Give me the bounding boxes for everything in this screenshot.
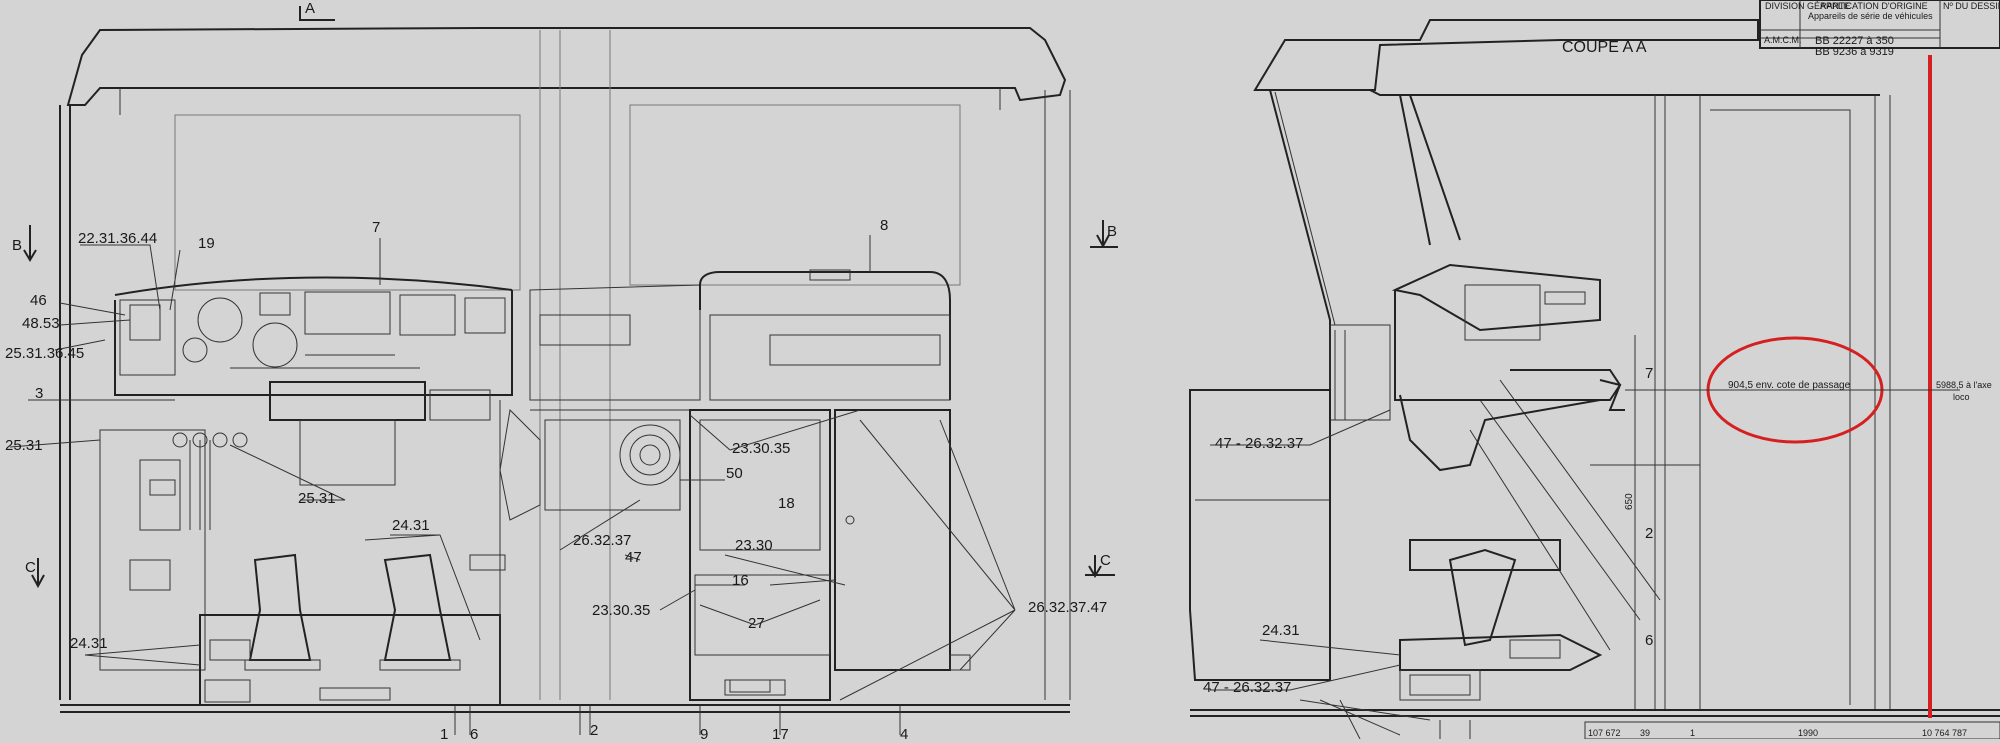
callout-3: 3 [35, 385, 43, 402]
marker-a: A [305, 0, 315, 17]
left-elevation [23, 6, 1118, 713]
bottom-1: 1 [440, 726, 448, 739]
callout-47: 47 [625, 549, 642, 566]
callout-46: 46 [30, 292, 47, 309]
callout-23-30-35-b: 23.30.35 [592, 602, 650, 619]
marker-b-right: B [1107, 223, 1117, 240]
bottom-ref-1: 107 672 [1588, 728, 1621, 738]
bottom-ref-4: 1990 [1798, 728, 1818, 738]
bottom-2: 2 [590, 722, 598, 739]
callout-2-right: 2 [1645, 525, 1653, 542]
tb-series-2: BB 9236 à 9319 [1815, 46, 1894, 58]
note-passage: 904,5 env. cote de passage [1728, 380, 1851, 391]
callout-25-31-a: 25.31 [5, 437, 43, 454]
callout-24-31-right: 24.31 [1262, 622, 1300, 639]
bottom-ref-2: 39 [1640, 728, 1650, 738]
callout-24-31-a: 24.31 [392, 517, 430, 534]
marker-b-left: B [12, 237, 22, 254]
callout-23-30: 23.30 [735, 537, 773, 554]
leaders-right [1210, 409, 1431, 740]
callout-7: 7 [372, 219, 380, 236]
tb-division: DIVISION GÉRANTE [1765, 1, 1851, 11]
dim-650: 650 [1624, 493, 1635, 510]
marker-c-right: C [1100, 552, 1111, 569]
callout-18: 18 [778, 495, 795, 512]
tb-num: Nº DU DESSIN [1943, 1, 2000, 11]
callout-26-32-37: 26.32.37 [573, 532, 631, 549]
callout-8: 8 [880, 217, 888, 234]
bottom-ref-3: 1 [1690, 728, 1695, 738]
bottom-4: 4 [900, 726, 908, 739]
title-block: DIVISION GÉRANTE APPLICATION D'ORIGINE A… [1759, 0, 2000, 58]
tb-series-1: BB 22227 à 350 [1815, 35, 1894, 47]
callout-47-26-32-37-a: 47 - 26.32.37 [1215, 435, 1303, 452]
callout-50: 50 [726, 465, 743, 482]
callout-22-31-36-44: 22.31.36.44 [78, 230, 157, 247]
right-section [1189, 19, 2000, 739]
callout-24-31-b: 24.31 [70, 635, 108, 652]
tb-unit: A.M.C.M. [1764, 35, 1802, 45]
note-right-1: 5988,5 à l'axe [1936, 380, 1992, 390]
bottom-17: 17 [772, 726, 789, 739]
callout-6-right: 6 [1645, 632, 1653, 649]
callout-47-26-32-37-b: 47 - 26.32.37 [1203, 679, 1291, 696]
bottom-6: 6 [470, 726, 478, 739]
leaders-left [9, 235, 1016, 735]
callout-23-30-35-a: 23.30.35 [732, 440, 790, 457]
callout-25-31-36-45: 25.31.36.45 [5, 345, 84, 362]
section-title: COUPE A A [1562, 39, 1647, 56]
callout-16: 16 [732, 572, 749, 589]
callout-7-right: 7 [1645, 365, 1653, 382]
bottom-ref-5: 10 764 787 [1922, 728, 1967, 738]
callout-26-32-37-47: 26.32.37.47 [1028, 599, 1107, 616]
tb-application: APPLICATION D'ORIGINE [1820, 1, 1928, 11]
callout-19: 19 [198, 235, 215, 252]
marker-c-left: C [25, 559, 36, 576]
callout-48-53: 48.53 [22, 315, 60, 332]
tb-application-sub: Appareils de série de véhicules [1808, 11, 1933, 21]
callout-27: 27 [748, 615, 765, 632]
labels-left: A B B C C 22.31.36.44 19 46 48.53 25.31.… [5, 0, 1117, 743]
bottom-9: 9 [700, 726, 708, 739]
note-right-2: loco [1953, 392, 1970, 402]
callout-25-31-b: 25.31 [298, 490, 336, 507]
labels-right: COUPE A A 47 - 26.32.37 24.31 47 - 26.32… [1203, 39, 2000, 740]
